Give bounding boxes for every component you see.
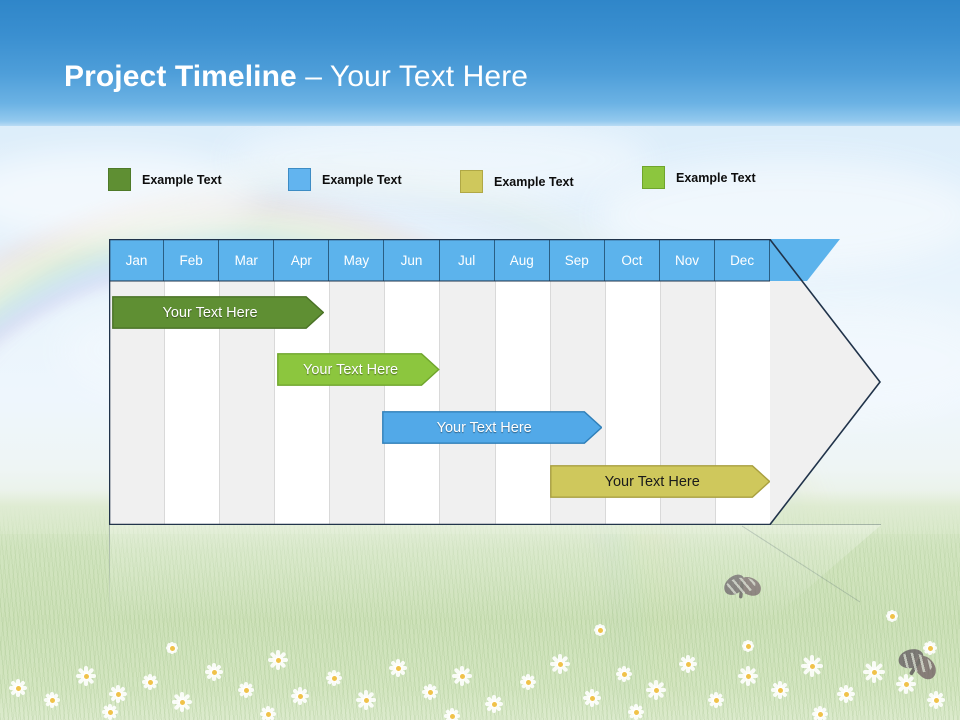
timeline-bar-4[interactable]: Your Text Here	[550, 465, 771, 498]
month-header-jun[interactable]: Jun	[384, 239, 440, 281]
month-header-jul[interactable]: Jul	[439, 239, 495, 281]
legend-item-2[interactable]: Example Text	[288, 168, 402, 191]
month-header-nov[interactable]: Nov	[659, 239, 716, 281]
month-header-oct[interactable]: Oct	[604, 239, 660, 281]
timeline-column-jun	[384, 281, 440, 525]
page-title-strong: Project Timeline	[64, 60, 297, 93]
month-header-dec[interactable]: Dec	[715, 239, 771, 281]
chart-reflection-edge	[109, 525, 110, 615]
timeline-column-aug	[494, 281, 550, 525]
month-header-aug[interactable]: Aug	[494, 239, 550, 281]
month-header-mar[interactable]: Mar	[219, 239, 275, 281]
legend: Example Text Example Text Example Text Exam…	[108, 160, 868, 196]
legend-swatch-icon	[288, 168, 311, 191]
legend-label: Example Text	[142, 172, 222, 187]
title-band	[0, 0, 960, 126]
chart-baseline	[109, 524, 881, 525]
legend-label: Example Text	[676, 170, 756, 185]
timeline-column-jul	[439, 281, 495, 525]
month-header-may[interactable]: May	[329, 239, 385, 281]
timeline-bar-label: Your Text Here	[303, 361, 399, 378]
legend-swatch-icon	[108, 168, 131, 191]
chart-reflection	[109, 525, 881, 621]
timeline-bar-label: Your Text Here	[436, 419, 532, 436]
timeline-bar-label: Your Text Here	[604, 473, 700, 490]
meadow-background	[0, 490, 960, 720]
cloud	[0, 150, 260, 240]
timeline-bar-label: Your Text Here	[162, 304, 258, 321]
legend-label: Example Text	[494, 174, 574, 189]
page-title-light: – Your Text Here	[296, 60, 529, 93]
timeline-column-may	[329, 281, 385, 525]
page-title: Project Timeline – Your Text Here	[64, 58, 528, 96]
timeline-bar-3[interactable]: Your Text Here	[382, 411, 603, 444]
legend-label: Example Text	[322, 172, 402, 187]
timeline-bar-1[interactable]: Your Text Here	[112, 296, 325, 329]
legend-item-1[interactable]: Example Text	[108, 168, 222, 191]
legend-swatch-icon	[642, 166, 665, 189]
month-header-sep[interactable]: Sep	[549, 239, 605, 281]
legend-item-4[interactable]: Example Text	[642, 166, 756, 189]
month-header-apr[interactable]: Apr	[274, 239, 330, 281]
timeline-bar-2[interactable]: Your Text Here	[277, 353, 440, 386]
month-header-jan[interactable]: Jan	[109, 239, 165, 281]
month-header-feb[interactable]: Feb	[164, 239, 220, 281]
month-header-arrow-tail	[770, 239, 840, 281]
legend-swatch-icon	[460, 170, 483, 193]
grass-texture	[0, 505, 960, 720]
legend-item-3[interactable]: Example Text	[460, 170, 574, 193]
